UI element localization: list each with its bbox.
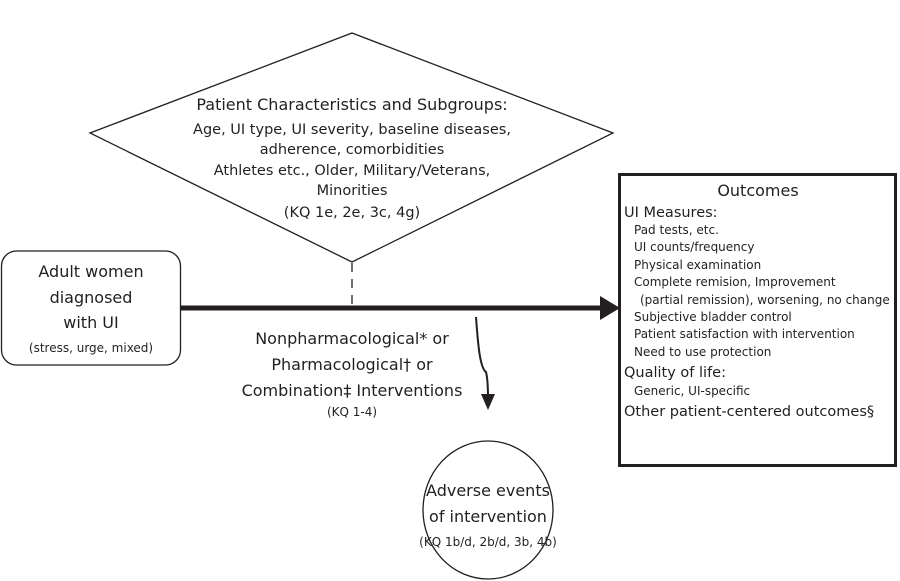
adverse-kq: (KQ 1b/d, 2b/d, 3b, 4b) — [419, 535, 557, 549]
population-line: Adult women — [38, 262, 143, 281]
diamond-line: Age, UI type, UI severity, baseline dise… — [193, 122, 511, 138]
other-outcomes: Other patient-centered outcomes§ — [624, 404, 874, 420]
interventions-line: Nonpharmacological* or — [255, 329, 449, 348]
patient-characteristics-diamond — [88, 32, 615, 263]
outcomes-title: Outcomes — [717, 181, 798, 200]
arrowhead-icon — [600, 296, 620, 320]
adverse-line: Adverse events — [426, 481, 550, 500]
diamond-line: Minorities — [317, 183, 388, 199]
ui-measure-item: Physical examination — [634, 258, 761, 272]
population-subtypes: (stress, urge, mixed) — [29, 341, 153, 355]
population-box — [0, 250, 182, 366]
adverse-events-arrow — [475, 316, 489, 399]
ui-measure-item: Need to use protection — [634, 345, 771, 359]
interventions-line: Pharmacological† or — [271, 355, 433, 374]
ui-measure-item: UI counts/frequency — [634, 240, 754, 254]
ui-measure-item: Pad tests, etc. — [634, 223, 719, 237]
population-line: with UI — [63, 313, 118, 332]
ui-measure-item: Subjective bladder control — [634, 310, 792, 324]
adverse-events-ellipse — [422, 440, 554, 580]
quality-of-life-heading: Quality of life: — [624, 365, 726, 381]
adverse-line: of intervention — [429, 507, 547, 526]
interventions-kq: (KQ 1-4) — [327, 405, 377, 419]
ui-measure-item: Complete remision, Improvement — [634, 275, 836, 289]
outcomes-box — [618, 173, 897, 467]
diamond-title: Patient Characteristics and Subgroups: — [196, 95, 507, 114]
ui-measures-heading: UI Measures: — [624, 205, 718, 221]
interventions-line: Combination‡ Interventions — [242, 381, 463, 400]
diamond-line: adherence, comorbidities — [260, 142, 445, 158]
quality-of-life-item: Generic, UI-specific — [634, 384, 750, 398]
arrowhead-icon — [481, 394, 495, 410]
diamond-kq: (KQ 1e, 2e, 3c, 4g) — [284, 205, 420, 221]
population-line: diagnosed — [50, 288, 133, 307]
diamond-line: Athletes etc., Older, Military/Veterans, — [214, 163, 491, 179]
ui-measure-item: (partial remission), worsening, no chang… — [640, 293, 890, 307]
ui-measure-item: Patient satisfaction with intervention — [634, 327, 855, 341]
